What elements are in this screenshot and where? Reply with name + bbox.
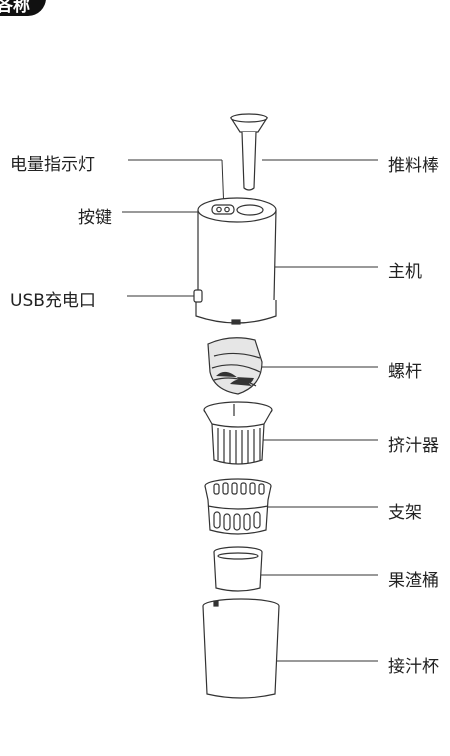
label-indicator-light: 电量指示灯 <box>10 155 95 175</box>
label-juicer: 挤汁器 <box>388 436 439 456</box>
juice-cup-drawing <box>202 598 280 699</box>
juicer-drawing <box>203 401 273 465</box>
label-main-unit: 主机 <box>388 262 422 282</box>
label-pusher: 推料棒 <box>388 156 439 176</box>
pulp-cup-drawing <box>213 546 263 592</box>
label-stand: 支架 <box>388 503 422 523</box>
label-screw: 螺杆 <box>388 362 422 382</box>
stand-drawing <box>204 478 272 535</box>
screw-drawing <box>207 337 263 395</box>
label-usb-port: USB充电口 <box>10 291 96 311</box>
section-badge: 各称 <box>0 0 46 16</box>
main-unit-drawing <box>193 197 277 325</box>
label-button: 按键 <box>78 208 112 228</box>
label-juice-cup: 接汁杯 <box>388 657 439 677</box>
pusher-drawing <box>229 113 269 191</box>
label-pulp-cup: 果渣桶 <box>388 571 439 591</box>
